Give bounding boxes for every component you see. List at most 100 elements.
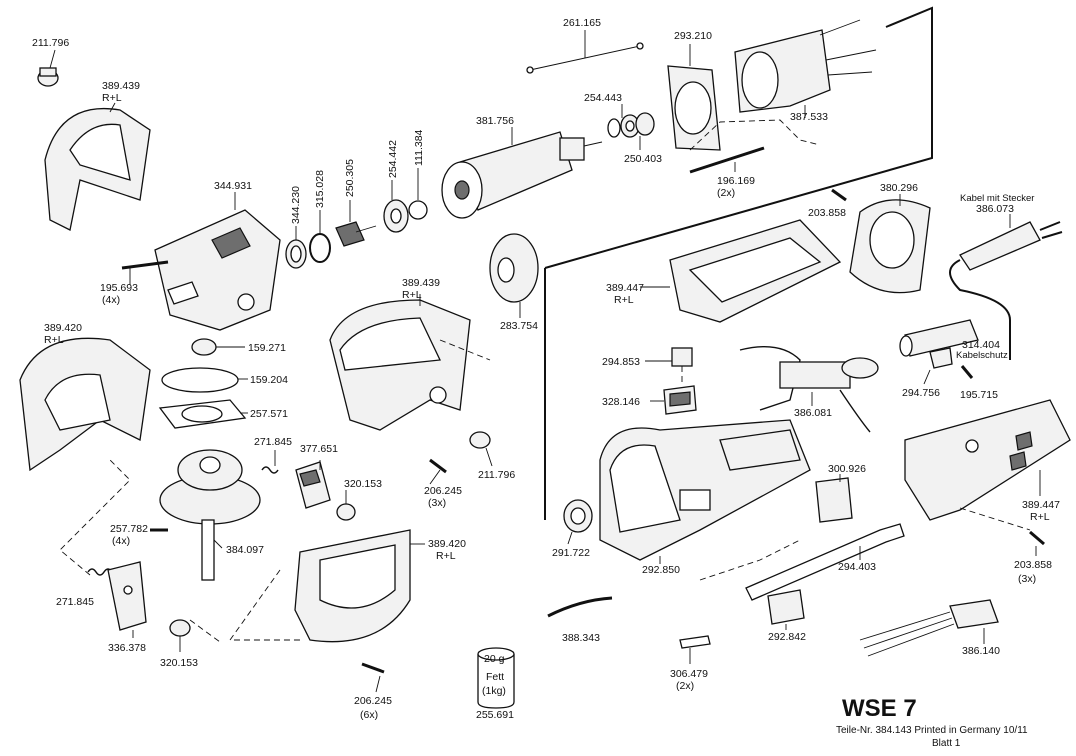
label-381756: 381.756 [476,115,514,127]
part-grease-tin [477,647,515,709]
label-293210: 293.210 [674,30,712,42]
part-spindle-bushing [191,338,217,356]
part-brush-plate [667,65,721,151]
part-number-line: Teile-Nr. 384.143 Printed in Germany 10/… [836,725,1028,736]
label-206245-bottom: 206.245 [354,695,392,707]
label-386073: 386.073 [976,203,1014,215]
label-306479: 306.479 [670,668,708,680]
label-250305: 250.305 [344,159,356,197]
model-title: WSE 7 [842,695,917,722]
label-211796-mid: 211.796 [478,469,515,481]
part-interference-capacitor [859,599,999,657]
label-300926: 300.926 [828,463,866,475]
label-203858-bottom-qty: (3x) [1018,573,1036,585]
part-armature [441,131,603,219]
label-344931: 344.931 [214,180,252,192]
label-203858-top: 203.858 [808,207,846,219]
label-211796-top: 211.796 [32,37,69,49]
part-lock-mechanism [295,461,331,509]
label-389439-top: 389.439 [102,80,140,92]
part-spring-left [87,568,113,576]
part-switch-rod [745,523,905,601]
part-screw-bottom [361,662,385,674]
part-fan [489,233,539,303]
label-389439-mid-rl: R+L [402,289,422,301]
part-wheel-guard-bottom [294,529,411,643]
part-wheel-guard-top [44,108,151,231]
label-389420-left-rl: R+L [44,334,64,346]
label-206245-mid-qty: (3x) [428,497,446,509]
label-336378: 336.378 [108,642,146,654]
label-389439-top-rl: R+L [102,92,122,104]
label-314404: 314.404 [962,339,1000,351]
sheet-number: Blatt 1 [932,738,961,749]
label-257782: 257.782 [110,523,148,535]
label-254443: 254.443 [584,92,622,104]
part-sleeve-left [169,619,191,637]
label-283754: 283.754 [500,320,538,332]
label-320153-mid: 320.153 [344,478,382,490]
label-grease-weight: 20 g [484,653,505,665]
part-wheel-guard-left [19,337,151,472]
part-screw-195715 [960,365,974,379]
part-stator [734,19,877,113]
part-flange-plate [158,399,247,429]
label-294756: 294.756 [902,387,940,399]
part-gear-head [154,209,281,331]
label-328146: 328.146 [602,396,640,408]
part-seal-ring [285,239,307,269]
label-320153-left: 320.153 [160,657,198,669]
part-screw-203858-bottom [1029,530,1045,546]
label-271845-left: 271.845 [56,596,94,608]
part-screw-head [121,260,169,270]
part-end-cap [849,199,931,294]
part-knob-middle [469,431,491,449]
part-cable-clamp [929,347,953,369]
label-grease-name: Fett [486,671,504,683]
part-knob-top [37,67,59,87]
label-294403: 294.403 [838,561,876,573]
part-pinion [335,221,377,247]
label-196169: 196.169 [717,175,755,187]
label-159271: 159.271 [248,342,286,354]
part-long-screw [689,146,765,174]
label-206245-mid: 206.245 [424,485,462,497]
part-spring-middle [261,466,279,474]
part-capacitor [815,477,853,523]
section-border-motor [544,6,933,269]
label-254442: 254.442 [387,140,399,178]
part-brush-holder [663,385,697,415]
label-255691: 255.691 [476,709,514,721]
label-257782-qty: (4x) [112,535,130,547]
label-386081: 386.081 [794,407,832,419]
label-306479-qty: (2x) [676,680,694,692]
label-196169-qty: (2x) [717,187,735,199]
label-389447-right: 389.447 [1022,499,1060,511]
label-389420-bottom-rl: R+L [436,550,456,562]
label-386073-desc: Kabel mit Stecker [960,193,1034,204]
label-389447-top-rl: R+L [614,294,634,306]
part-carbon-brush [671,347,693,367]
part-motor-housing-right [904,399,1071,521]
label-294853: 294.853 [602,356,640,368]
part-bearing-front [383,199,409,233]
part-seal-strip [547,596,613,618]
label-250403: 250.403 [624,153,662,165]
part-ring-291722 [563,499,593,533]
label-344230: 344.230 [290,186,302,224]
part-motor-housing-top [669,219,842,323]
label-195715: 195.715 [960,389,998,401]
part-cable-protector [899,319,979,357]
label-384097: 384.097 [226,544,264,556]
label-380296: 380.296 [880,182,918,194]
label-271845-mid: 271.845 [254,436,292,448]
label-206245-bottom-qty: (6x) [360,709,378,721]
label-291722: 291.722 [552,547,590,559]
part-slider-292842 [767,589,805,625]
label-261165: 261.165 [563,17,601,29]
label-292850: 292.850 [642,564,680,576]
part-wheel-guard-middle [329,299,471,431]
part-cable-plug [949,221,1063,360]
part-main-housing [599,419,811,561]
part-screw-203858-top [831,188,847,202]
